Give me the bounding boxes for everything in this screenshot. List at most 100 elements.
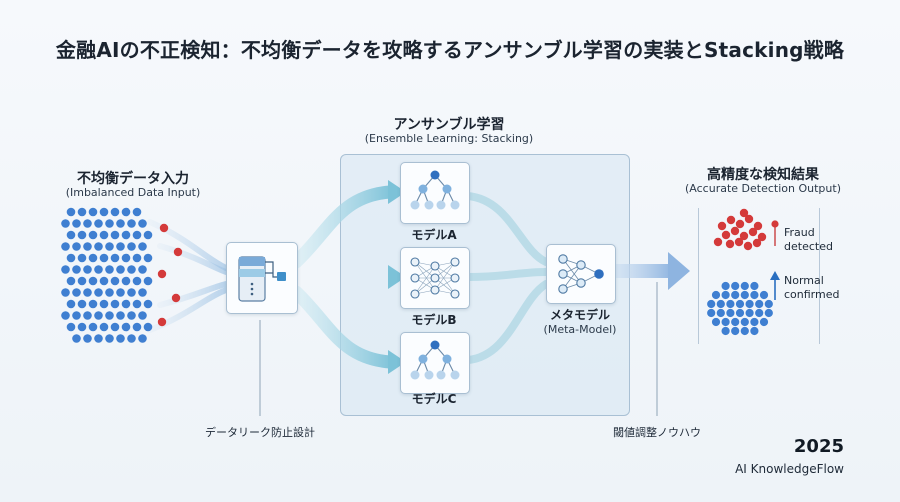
- data-point: [132, 230, 142, 240]
- data-point: [121, 207, 131, 217]
- data-point: [759, 290, 769, 300]
- model-b-card[interactable]: [400, 247, 470, 309]
- data-point: [105, 265, 114, 274]
- data-point: [132, 299, 142, 309]
- data-point: [707, 299, 716, 309]
- input-sublabel: (Imbalanced Data Input): [65, 186, 201, 199]
- data-point: [66, 253, 76, 263]
- data-point: [99, 322, 109, 332]
- data-point: [110, 207, 120, 217]
- data-point: [731, 281, 740, 291]
- data-point: [721, 317, 730, 327]
- data-point: [707, 308, 716, 318]
- model-c-card[interactable]: [400, 332, 470, 394]
- minority-point: [171, 293, 181, 303]
- data-point: [740, 281, 749, 291]
- data-point: [61, 288, 70, 297]
- data-point: [138, 288, 147, 297]
- data-point: [752, 238, 762, 248]
- data-point: [745, 308, 754, 318]
- data-point: [105, 311, 114, 320]
- output-panel: [698, 208, 820, 344]
- data-point: [116, 311, 125, 320]
- data-point: [94, 311, 103, 320]
- data-point: [755, 308, 764, 318]
- data-point: [77, 322, 87, 332]
- data-point: [94, 242, 103, 251]
- data-point: [99, 207, 109, 217]
- preprocess-card[interactable]: [226, 242, 298, 314]
- data-point: [716, 308, 725, 318]
- data-point: [94, 265, 103, 274]
- data-point: [110, 322, 120, 332]
- model-c-label: モデルC: [411, 392, 457, 406]
- data-point: [61, 265, 70, 274]
- footer-year: 2025: [793, 436, 844, 457]
- data-point: [740, 317, 749, 327]
- data-point: [730, 226, 740, 236]
- fraud-legend-line2: detected: [784, 240, 833, 253]
- data-point: [764, 299, 773, 309]
- data-point: [744, 214, 754, 224]
- data-point: [77, 276, 87, 286]
- data-point: [83, 242, 92, 251]
- data-point: [88, 276, 98, 286]
- data-point: [99, 299, 109, 309]
- data-point: [94, 219, 103, 228]
- data-point: [138, 219, 147, 228]
- data-point: [83, 288, 92, 297]
- data-point: [121, 230, 131, 240]
- footer-brand: AI KnowledgeFlow: [735, 462, 844, 476]
- meta-model-card[interactable]: [546, 244, 616, 304]
- data-point: [721, 290, 730, 300]
- data-point: [116, 219, 125, 228]
- data-point: [116, 288, 125, 297]
- normal-legend-line1: Normal: [784, 274, 824, 287]
- data-point: [83, 334, 92, 343]
- data-point: [711, 317, 721, 327]
- data-point: [88, 207, 98, 217]
- fraud-legend: Fraud detected: [784, 226, 833, 254]
- data-point: [740, 290, 749, 300]
- data-point: [105, 219, 114, 228]
- data-point: [739, 231, 749, 241]
- neural-net-icon: [410, 257, 460, 299]
- data-point: [757, 232, 767, 242]
- data-point: [66, 276, 76, 286]
- data-point: [127, 288, 136, 297]
- data-point: [750, 290, 759, 300]
- data-point: [116, 242, 125, 251]
- data-point: [735, 299, 745, 309]
- fraud-pin-icon: [771, 220, 779, 246]
- data-point: [72, 311, 81, 320]
- data-point: [721, 281, 730, 291]
- normal-legend-line2: confirmed: [784, 288, 840, 301]
- model-a-card[interactable]: [400, 162, 470, 224]
- data-point: [77, 207, 87, 217]
- data-point: [127, 334, 136, 343]
- data-point: [138, 265, 147, 274]
- data-point: [127, 265, 136, 274]
- data-point: [88, 299, 98, 309]
- data-point: [66, 207, 76, 217]
- data-point: [72, 265, 81, 274]
- data-point: [726, 215, 736, 225]
- data-point: [143, 322, 153, 332]
- threshold-tuning-note: 閾値調整ノウハウ: [613, 426, 701, 439]
- data-point: [138, 311, 147, 320]
- data-point: [61, 242, 70, 251]
- data-point: [735, 219, 745, 229]
- data-point: [127, 242, 136, 251]
- data-point: [753, 221, 763, 231]
- data-point: [132, 253, 142, 263]
- data-point: [77, 253, 87, 263]
- minority-point: [157, 317, 167, 327]
- branch-arrowheads: [388, 180, 406, 374]
- data-point: [72, 334, 81, 343]
- data-point: [94, 288, 103, 297]
- fraud-cluster: [713, 208, 767, 251]
- data-point: [739, 208, 749, 218]
- data-point: [99, 230, 109, 240]
